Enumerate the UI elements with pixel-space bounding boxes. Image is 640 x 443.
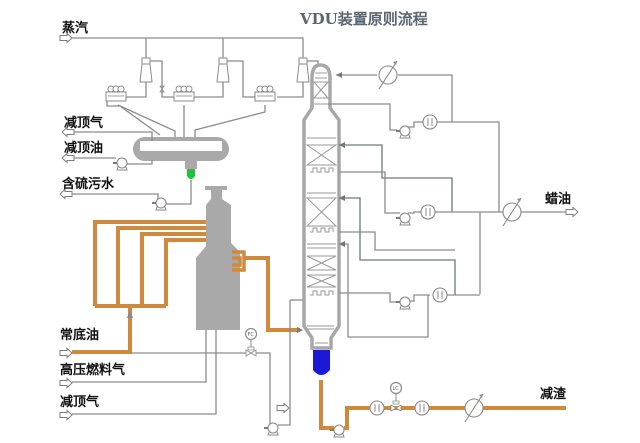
label-atm-residue: 常底油	[60, 327, 99, 343]
vac-top-gas-fuel-arrow-icon	[59, 410, 73, 420]
separator-outlets	[72, 131, 192, 205]
vacuum-heater	[196, 186, 240, 330]
mid-pa-exchanger-icon	[420, 204, 436, 220]
column-inlet-arrows	[297, 72, 345, 333]
label-sour-water: 含硫污水	[61, 176, 115, 192]
top-pa-exchanger-icon	[422, 114, 438, 130]
label-wax-oil: 蜡油	[545, 191, 571, 207]
lc-tag: LC	[393, 386, 400, 392]
label-vac-top-gas-fuel: 减顶气	[60, 394, 99, 410]
hp-fuel-gas-arrow-icon	[59, 378, 73, 388]
wax-oil-air-cooler-icon	[502, 197, 522, 227]
wax-oil-arrow-icon	[565, 207, 579, 217]
residue-exchanger-1-icon	[369, 400, 385, 416]
low-pa-pump-icon	[395, 296, 411, 310]
label-vac-top-gas: 减顶气	[64, 115, 103, 131]
condenser-3-icon	[254, 85, 276, 102]
label-hp-fuel-gas: 高压燃料气	[60, 362, 125, 378]
label-vac-residue: 减渣	[540, 386, 567, 402]
flow-controller: FC	[244, 327, 258, 357]
feed-pump-icon	[263, 422, 279, 436]
top-oil-pump-icon	[112, 157, 128, 171]
steam-header	[72, 37, 304, 70]
atm-residue-arrow-icon	[59, 348, 73, 358]
mid-pa-pump-icon	[395, 212, 411, 226]
vacuum-column	[302, 63, 341, 375]
sour-water-pump-icon	[151, 197, 167, 211]
condenser-1-icon	[105, 85, 127, 102]
low-pa-exchanger-icon	[432, 287, 448, 303]
level-controller: LC	[389, 381, 403, 412]
vacuum-residue-line	[319, 380, 566, 430]
top-pa-pump-icon	[395, 125, 411, 139]
check-valve-icon	[159, 85, 165, 93]
label-steam: 蒸汽	[62, 20, 88, 36]
residue-air-cooler-icon	[464, 393, 484, 423]
label-vac-top-oil: 减顶油	[64, 140, 103, 156]
diagram-title: VDU装置原则流程	[299, 10, 428, 28]
side-draw-piping	[278, 74, 566, 426]
fuel-lines	[72, 330, 271, 425]
residue-exchanger-2-icon	[414, 400, 430, 416]
heater-feed-coils	[72, 220, 300, 354]
feed-arrow-icon	[127, 310, 133, 318]
reflux-air-cooler-icon	[378, 60, 398, 90]
top-separator-drum	[133, 137, 229, 179]
condenser-2-icon	[173, 85, 195, 102]
vac-residue-arrow-icon	[276, 403, 290, 413]
fc-tag: FC	[248, 332, 255, 338]
